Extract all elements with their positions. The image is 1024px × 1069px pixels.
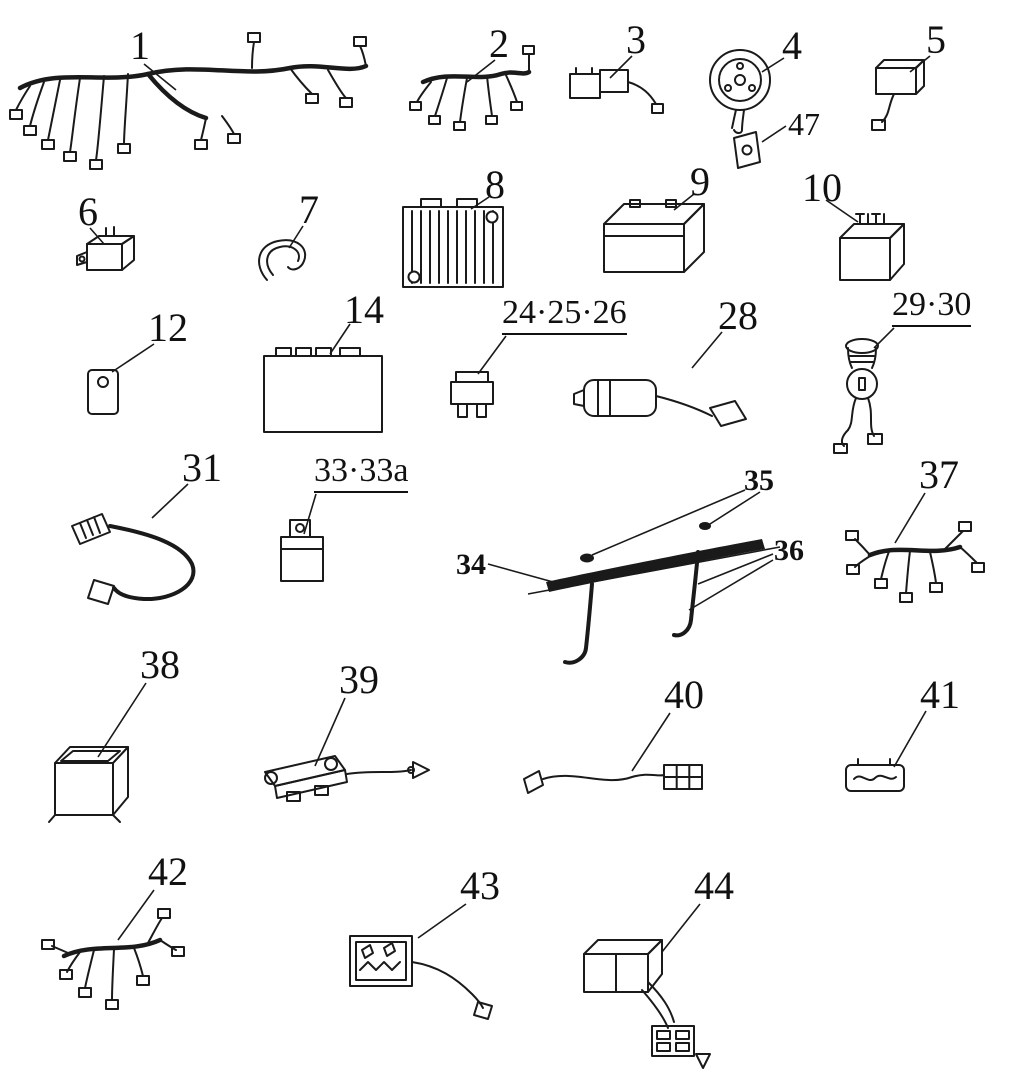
part-33-33a-label: 33·33a (314, 454, 409, 493)
small-relay-drawing (280, 493, 324, 582)
part-29-30: 29·30 (822, 288, 1017, 460)
part-2-label: 2 (489, 21, 509, 66)
battery-drawing (603, 193, 705, 273)
part-31: 31 (56, 448, 231, 618)
part-6-label: 6 (78, 189, 98, 234)
part-28-label: 28 (718, 293, 758, 338)
part-8-label: 8 (485, 162, 505, 207)
part-8: 8 (395, 165, 515, 300)
part-38-label: 38 (140, 642, 180, 687)
ignition-coil-drawing (573, 331, 747, 427)
part-3-label: 3 (626, 17, 646, 62)
part-1-label: 1 (130, 23, 150, 68)
part-34-35-36-assembly: 35 36 34 (442, 452, 822, 677)
part-24-25-26: 24·25·26 (438, 296, 683, 426)
part-7-label: 7 (299, 187, 319, 232)
part-6: 6 (62, 192, 162, 292)
sub-harness-drawing (409, 45, 535, 131)
part-4: 4 (698, 26, 808, 136)
part-24-25-26-label: 24·25·26 (502, 296, 627, 335)
box-drawing (48, 682, 147, 823)
part-36-label: 36 (774, 534, 804, 567)
part-9: 9 (592, 162, 717, 292)
sensor-cable-drawing (71, 483, 196, 605)
relay-connector-drawing (583, 903, 711, 1069)
part-47-label: 47 (788, 106, 820, 142)
part-31-label: 31 (182, 445, 222, 490)
part-37-label: 37 (919, 452, 959, 497)
relay-drawing (76, 226, 135, 271)
part-5-label: 5 (926, 17, 946, 62)
part-14-label: 14 (344, 287, 384, 332)
part-38: 38 (40, 645, 195, 835)
part-5-drawing (871, 55, 931, 131)
part-5: 5 (858, 20, 953, 140)
ignition-switch-drawing (833, 327, 895, 454)
part-37: 37 (835, 455, 1020, 635)
part-39-label: 39 (339, 657, 379, 702)
part-47: 47 (722, 108, 842, 183)
main-wiring-harness-drawing (9, 32, 369, 170)
part-39: 39 (245, 660, 460, 840)
part-33-33a: 33·33a (258, 452, 448, 602)
cable-drawing (523, 712, 703, 794)
part-1: 1 (8, 26, 378, 176)
part-29-30-label: 29·30 (892, 288, 972, 327)
starter-relay-drawing (569, 55, 664, 114)
part-40-label: 40 (664, 672, 704, 717)
part-44-label: 44 (694, 863, 734, 908)
part-7: 7 (245, 190, 330, 295)
small-sensor-drawing (845, 710, 927, 792)
clip-drawing (258, 225, 307, 281)
horn-unit-drawing (709, 49, 785, 134)
part-44: 44 (556, 866, 766, 1069)
part-35-label: 35 (744, 464, 774, 497)
part-34-label: 34 (456, 548, 486, 581)
flasher-relay-drawing (825, 199, 905, 281)
part-28: 28 (572, 296, 777, 441)
part-2: 2 (405, 24, 535, 144)
part-42: 42 (34, 852, 219, 1022)
speed-sensor-drawing (264, 697, 430, 802)
part-41: 41 (828, 675, 973, 815)
part-42-label: 42 (148, 849, 188, 894)
part-4-label: 4 (782, 23, 802, 68)
bracket-drawing (733, 125, 787, 169)
rectifier-drawing (402, 196, 504, 288)
part-14: 14 (252, 290, 397, 445)
cdi-unit-drawing (263, 323, 383, 433)
fuse-drawing (450, 335, 507, 418)
part-10-label: 10 (802, 165, 842, 210)
part-12: 12 (70, 308, 205, 428)
part-40: 40 (512, 675, 727, 825)
bracket-assembly-drawing (487, 489, 781, 665)
part-3: 3 (562, 20, 677, 125)
part-43: 43 (332, 866, 517, 1031)
tag-drawing (87, 343, 155, 415)
part-41-label: 41 (920, 672, 960, 717)
connector-pigtail-drawing (349, 903, 493, 1020)
harness-37-drawing (845, 492, 985, 603)
part-10: 10 (792, 168, 942, 298)
part-9-label: 9 (690, 159, 710, 204)
part-12-label: 12 (148, 305, 188, 350)
harness-42-drawing (41, 889, 185, 1010)
part-43-label: 43 (460, 863, 500, 908)
